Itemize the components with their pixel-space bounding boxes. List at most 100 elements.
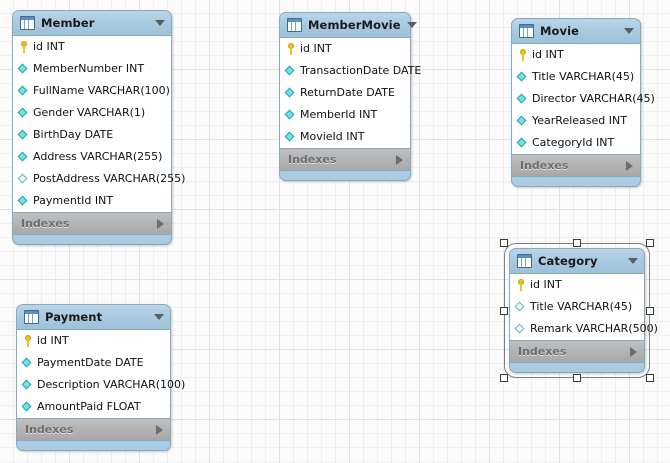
- table-column-row[interactable]: MovieId INT: [280, 126, 410, 148]
- table-column-label: MemberId INT: [300, 108, 378, 121]
- table-title-bar[interactable]: Payment: [17, 305, 170, 329]
- chevron-down-icon[interactable]: [155, 20, 165, 26]
- indexes-section-bar[interactable]: Indexes: [17, 419, 170, 441]
- table-column-row[interactable]: ReturnDate DATE: [280, 82, 410, 104]
- selection-handle-bottom-left[interactable]: [500, 374, 508, 382]
- table-column-row[interactable]: Gender VARCHAR(1): [13, 102, 171, 124]
- table-column-label: Title VARCHAR(45): [532, 70, 635, 83]
- indexes-label: Indexes: [25, 423, 74, 436]
- table-title-bar[interactable]: Category: [510, 249, 644, 273]
- table-icon: [519, 24, 534, 38]
- table-column-label: id INT: [37, 334, 69, 347]
- column-icon: [17, 128, 31, 142]
- table-column-label: MovieId INT: [300, 130, 365, 143]
- table-column-row[interactable]: AmountPaid FLOAT: [17, 396, 170, 418]
- table-columns-list: id INT Title VARCHAR(45) Remark VARCHAR(50…: [510, 273, 658, 341]
- table-name-label: MemberMovie: [308, 18, 401, 32]
- table-title-bar[interactable]: MemberMovie: [280, 13, 417, 37]
- table-column-label: id INT: [532, 48, 564, 61]
- table-column-row[interactable]: Title VARCHAR(45): [512, 66, 640, 88]
- selection-handle-top-left[interactable]: [500, 239, 508, 247]
- table-column-row[interactable]: TransactionDate DATE: [280, 60, 421, 82]
- column-icon: [21, 400, 35, 414]
- indexes-label: Indexes: [520, 159, 569, 172]
- table-name-label: Movie: [540, 24, 580, 38]
- table-column-row[interactable]: id INT: [280, 38, 410, 60]
- table-column-row[interactable]: CategoryId INT: [512, 132, 640, 154]
- table-column-label: YearReleased INT: [532, 114, 627, 127]
- column-icon: [516, 136, 530, 150]
- table-column-label: BirthDay DATE: [33, 128, 114, 141]
- table-column-label: Gender VARCHAR(1): [33, 106, 146, 119]
- table-column-row[interactable]: Description VARCHAR(100): [17, 374, 185, 396]
- table-column-label: CategoryId INT: [532, 136, 615, 149]
- table-column-row[interactable]: PaymentId INT: [13, 190, 171, 212]
- table-column-label: PaymentId INT: [33, 194, 114, 207]
- table-icon: [20, 16, 35, 30]
- table-column-row[interactable]: Remark VARCHAR(500): [510, 318, 658, 340]
- table-columns-list: id INT PaymentDate DATE Description VARCHA…: [17, 329, 185, 419]
- indexes-label: Indexes: [288, 153, 337, 166]
- chevron-down-icon[interactable]: [624, 28, 634, 34]
- table-column-label: Description VARCHAR(100): [37, 378, 186, 391]
- table-column-row[interactable]: BirthDay DATE: [13, 124, 171, 146]
- table-column-row[interactable]: Address VARCHAR(255): [13, 146, 171, 168]
- table-column-label: TransactionDate DATE: [300, 64, 422, 77]
- table-title-bar[interactable]: Member: [13, 11, 171, 35]
- expand-arrow-icon[interactable]: [630, 346, 637, 357]
- table-column-row[interactable]: Director VARCHAR(45): [512, 88, 655, 110]
- primary-key-icon: [516, 48, 530, 62]
- expand-arrow-icon[interactable]: [156, 424, 163, 435]
- table-column-row[interactable]: MemberNumber INT: [13, 58, 171, 80]
- selection-handle-middle-right[interactable]: [646, 306, 654, 315]
- selection-handle-top-right[interactable]: [646, 239, 654, 247]
- table-column-label: AmountPaid FLOAT: [37, 400, 141, 413]
- column-icon: [17, 194, 31, 208]
- selection-handle-bottom-right[interactable]: [646, 374, 654, 382]
- table-column-row[interactable]: id INT: [13, 36, 171, 58]
- table-icon: [24, 310, 39, 324]
- indexes-section-bar[interactable]: Indexes: [280, 149, 410, 171]
- table-column-row[interactable]: YearReleased INT: [512, 110, 640, 132]
- table-column-row[interactable]: PostAddress VARCHAR(255): [13, 168, 185, 190]
- table-column-row[interactable]: id INT: [512, 44, 640, 66]
- table-figure-payment[interactable]: Payment id INT PaymentDate DATE Description…: [16, 304, 185, 451]
- column-icon: [516, 70, 530, 84]
- chevron-down-icon[interactable]: [154, 314, 164, 320]
- column-icon: [17, 62, 31, 76]
- table-column-label: Remark VARCHAR(500): [530, 322, 658, 335]
- selection-handle-middle-left[interactable]: [500, 306, 508, 315]
- primary-key-icon: [17, 40, 31, 54]
- table-title-bar[interactable]: Movie: [512, 19, 640, 43]
- table-column-label: Title VARCHAR(45): [530, 300, 633, 313]
- table-column-row[interactable]: Title VARCHAR(45): [510, 296, 644, 318]
- column-icon-nullable: [514, 322, 528, 336]
- table-column-row[interactable]: MemberId INT: [280, 104, 410, 126]
- chevron-down-icon[interactable]: [628, 258, 638, 264]
- table-column-label: PaymentDate DATE: [37, 356, 144, 369]
- table-column-label: MemberNumber INT: [33, 62, 145, 75]
- column-icon: [21, 356, 35, 370]
- expand-arrow-icon[interactable]: [157, 218, 164, 229]
- expand-arrow-icon[interactable]: [396, 154, 403, 165]
- table-column-row[interactable]: id INT: [510, 274, 644, 296]
- indexes-section-bar[interactable]: Indexes: [510, 341, 644, 363]
- table-column-row[interactable]: FullName VARCHAR(100): [13, 80, 171, 102]
- table-name-label: Payment: [45, 310, 103, 324]
- table-column-label: id INT: [300, 42, 332, 55]
- indexes-section-bar[interactable]: Indexes: [13, 213, 171, 235]
- column-icon: [284, 64, 298, 78]
- table-column-row[interactable]: id INT: [17, 330, 170, 352]
- selection-handle-top-center[interactable]: [573, 239, 581, 247]
- chevron-down-icon[interactable]: [406, 22, 417, 28]
- column-icon: [17, 106, 31, 120]
- selection-handle-bottom-center[interactable]: [573, 374, 581, 382]
- table-figure-movie[interactable]: Movie id INT Title VARCHAR(45) Director VAR…: [511, 18, 655, 187]
- expand-arrow-icon[interactable]: [626, 160, 633, 171]
- table-figure-membermovie[interactable]: MemberMovie id INT TransactionDate DATE Ret…: [279, 12, 421, 181]
- indexes-section-bar[interactable]: Indexes: [512, 155, 640, 177]
- table-column-row[interactable]: PaymentDate DATE: [17, 352, 170, 374]
